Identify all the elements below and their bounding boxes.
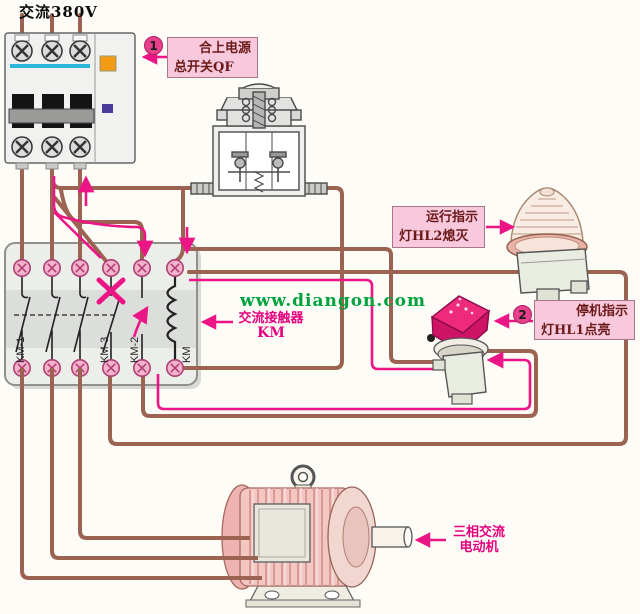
step-badge-2: 2 (513, 305, 532, 324)
motor-feed-wires (20, 368, 262, 580)
wire-motor-w (78, 368, 250, 540)
breaker-purple-indicator (102, 104, 113, 113)
flow-lines (52, 175, 441, 371)
motor-label-line2: 电动机 (459, 540, 499, 555)
circuit-breaker-illustration (4, 32, 136, 170)
callout-hl1-line1: 停机指示 (575, 304, 628, 319)
flow-cross (53, 211, 102, 259)
motor-label: 三相交流 电动机 (441, 525, 517, 555)
motor-illustration (221, 464, 413, 608)
wire-cross1 (53, 196, 108, 263)
wire-hl1-loop (141, 349, 538, 418)
callout-hl2-line1: 运行指示 (425, 210, 478, 225)
wire-hl2-loop (108, 270, 628, 446)
contactor-label: 交流接触器 KM (226, 311, 316, 341)
km-contactor-box (4, 242, 201, 389)
callout-hl2-off: 运行指示 灯HL2熄灭 (392, 206, 485, 248)
contactor-label-line2: KM (257, 325, 285, 341)
supply-voltage-label: 交流380V (19, 3, 98, 21)
open-contact-x-mark (96, 277, 126, 305)
flow-hl1-path (189, 278, 441, 371)
callout-hl1-on: 停机指示 灯HL1点亮 (534, 300, 635, 340)
km-coil-symbol (166, 276, 178, 360)
contactor-label-line1: 交流接触器 (238, 311, 304, 326)
indicator-lamp-hl2 (506, 187, 590, 303)
indicator-lamp-hl1 (427, 295, 491, 405)
callout-qf-line1: 合上电源 (198, 41, 251, 56)
flow-arrow-into-t5 (52, 176, 154, 258)
callout-hl1-line2: 灯HL1点亮 (541, 323, 611, 338)
callout-hl2-line2: 灯HL2熄灭 (399, 229, 469, 244)
callout-qf-line2: 总开关QF (174, 60, 234, 75)
site-watermark: www.diangon.com (240, 291, 427, 311)
pole-label-km3: KM-3 (99, 337, 111, 363)
wire-hl1-feed (181, 247, 448, 364)
breaker-toggle-handles (8, 94, 95, 128)
flow-arrow-into-hl1 (156, 351, 532, 411)
contactor-cross-section-illustration (190, 83, 328, 197)
pole-label-km1: KM-1 (15, 337, 27, 363)
motor-terminal-box (253, 503, 311, 563)
breaker-cyan-stripe (10, 64, 90, 68)
hl1-base (442, 351, 487, 398)
wire-motor-u (20, 368, 262, 580)
breaker-orange-indicator (99, 55, 117, 72)
wire-motor-v (50, 368, 258, 560)
motor-shaft (371, 526, 409, 548)
breaker-terminal-screws (11, 40, 91, 158)
flow-arrow-km2-contact (132, 305, 149, 338)
km-pole-labels: KM-1 KM-3 KM-2 KM (15, 337, 193, 363)
callout-close-breaker: 合上电源 总开关QF (167, 37, 258, 78)
power-wires (20, 13, 628, 446)
wire-supply-in (20, 13, 82, 36)
motor-label-line1: 三相交流 (452, 525, 505, 540)
step-badge-1: 1 (144, 36, 163, 55)
pole-label-km2: KM-2 (129, 337, 141, 363)
pole-label-km: KM (181, 347, 193, 364)
